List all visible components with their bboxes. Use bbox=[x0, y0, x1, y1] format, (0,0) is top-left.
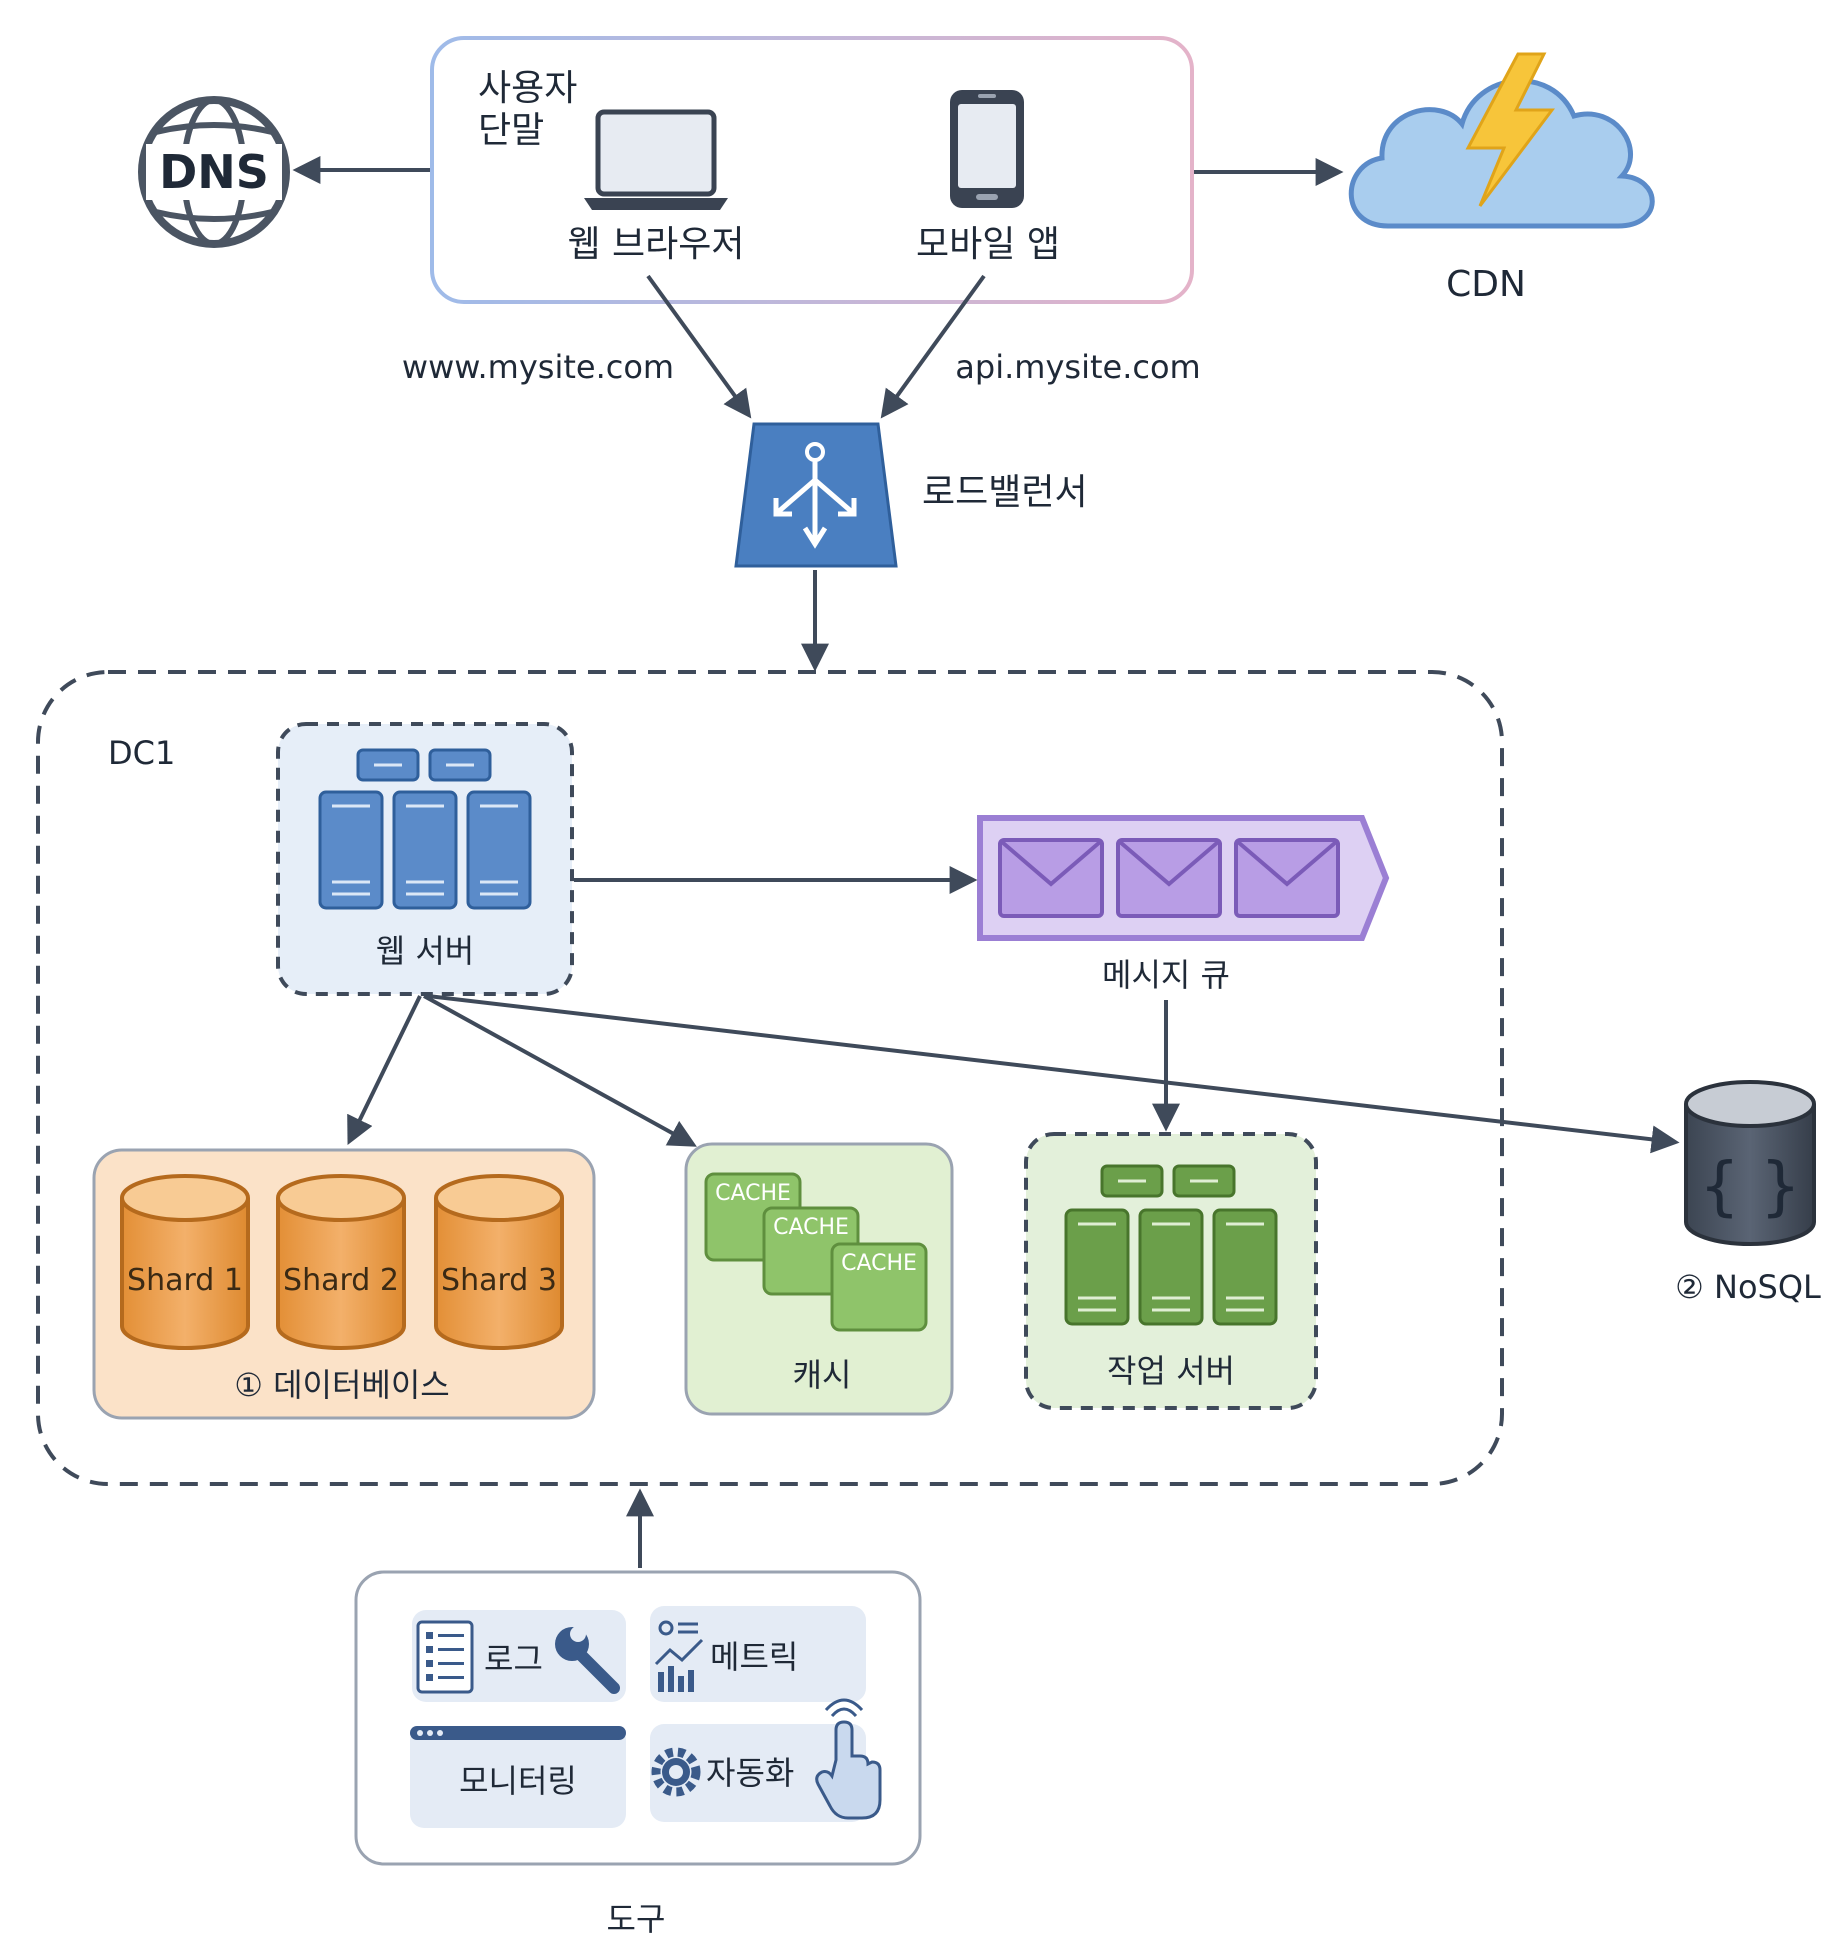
web-server-node: 웹 서버 bbox=[276, 722, 574, 996]
shard-2-label: Shard 2 bbox=[283, 1263, 399, 1298]
tool-monitoring bbox=[410, 1726, 626, 1828]
mobile-phone-icon bbox=[950, 90, 1024, 208]
worker-server-label: 작업 서버 bbox=[1107, 1352, 1235, 1390]
cdn-label: CDN bbox=[1446, 264, 1526, 305]
client-group-label: 사용자 bbox=[478, 68, 577, 109]
web-domain-label: www.mysite.com bbox=[402, 348, 674, 386]
cache-label: 캐시 bbox=[793, 1356, 852, 1394]
metrics-chart-icon bbox=[654, 1620, 704, 1692]
gear-icon bbox=[651, 1747, 701, 1797]
dns-globe-icon: DNS bbox=[138, 96, 290, 248]
worker-server-node: 작업 서버 bbox=[1024, 1132, 1318, 1410]
api-domain-label: api.mysite.com bbox=[955, 348, 1200, 386]
database-shard-icon bbox=[120, 1174, 564, 1350]
cache-item-3: CACHE bbox=[841, 1251, 917, 1276]
arrow-browser-to-lb bbox=[646, 274, 752, 419]
dc1-label: DC1 bbox=[108, 734, 175, 772]
client-devices-group: 사용자 단말 웹 브라우저 모바일 앱 bbox=[430, 36, 1194, 304]
tool-logs-label: 로그 bbox=[484, 1640, 543, 1678]
arrow-webserver-to-cache bbox=[423, 994, 697, 1147]
nosql-database-icon: { } bbox=[1684, 1080, 1816, 1246]
arrow-mobile-to-lb bbox=[880, 274, 986, 419]
arrow-webserver-to-nosql bbox=[427, 994, 1680, 1154]
shard-1-label: Shard 1 bbox=[127, 1263, 243, 1298]
mobile-app-label: 모바일 앱 bbox=[916, 224, 1060, 265]
cdn-cloud-icon bbox=[1348, 52, 1655, 229]
tool-monitoring-label: 모니터링 bbox=[459, 1762, 577, 1800]
shard-3-label: Shard 3 bbox=[441, 1263, 557, 1298]
envelope-icon bbox=[998, 838, 1340, 918]
tool-automation bbox=[650, 1724, 866, 1822]
message-queue-label: 메시지 큐 bbox=[1102, 956, 1230, 994]
monitoring-window-bar-icon bbox=[410, 1726, 626, 1740]
cache-item-2: CACHE bbox=[773, 1215, 849, 1240]
cache-group: CACHE CACHE CACHE 캐시 bbox=[684, 1142, 954, 1416]
load-balancer-label: 로드밸런서 bbox=[922, 472, 1088, 513]
arrow-webserver-to-database bbox=[347, 995, 422, 1146]
nosql-label: ② NoSQL bbox=[1675, 1268, 1821, 1306]
worker-server-rack-icon bbox=[1064, 1164, 1278, 1326]
message-queue-node bbox=[977, 815, 1390, 941]
tools-label: 도구 bbox=[607, 1900, 666, 1938]
cache-block-icon bbox=[830, 1242, 928, 1332]
dc1-boundary bbox=[36, 670, 1504, 1486]
laptop-icon bbox=[584, 109, 728, 210]
cache-item-1: CACHE bbox=[715, 1181, 791, 1206]
web-browser-label: 웹 브라우저 bbox=[567, 224, 744, 265]
load-balancer-icon bbox=[734, 422, 898, 568]
tool-automation-label: 자동화 bbox=[706, 1754, 794, 1792]
database-group: Shard 1 Shard 2 Shard 3 ① 데이터베이스 bbox=[92, 1148, 596, 1420]
dns-label: DNS bbox=[159, 145, 269, 199]
curly-braces-icon: { } bbox=[1699, 1150, 1801, 1224]
wrench-icon bbox=[555, 1626, 620, 1694]
client-group-label-2: 단말 bbox=[478, 110, 544, 151]
tool-metrics bbox=[650, 1606, 866, 1702]
hand-pointer-icon bbox=[815, 1698, 882, 1820]
log-list-icon bbox=[416, 1620, 474, 1694]
tools-group: 로그 메트릭 모니터링 자동화 bbox=[354, 1570, 922, 1866]
web-server-rack-icon bbox=[318, 748, 532, 910]
database-label: ① 데이터베이스 bbox=[234, 1366, 450, 1404]
web-server-label: 웹 서버 bbox=[376, 932, 475, 970]
tool-metrics-label: 메트릭 bbox=[710, 1638, 798, 1676]
